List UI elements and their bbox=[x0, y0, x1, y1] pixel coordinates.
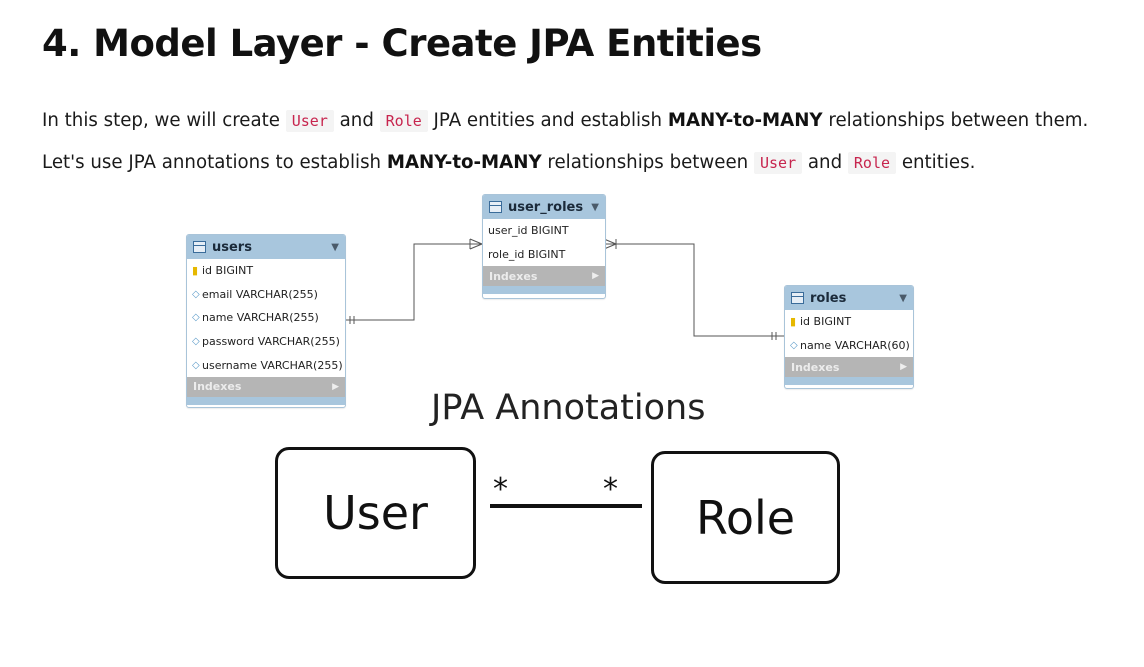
er-column-label: id BIGINT bbox=[800, 315, 852, 329]
inline-code-user: User bbox=[754, 152, 803, 174]
column-diamond-icon: ◇ bbox=[192, 288, 200, 300]
column-diamond-icon: ◇ bbox=[192, 359, 200, 371]
text-segment: In this step, we will create bbox=[42, 110, 286, 131]
er-column-label: id BIGINT bbox=[202, 264, 254, 278]
primary-key-icon: ▮ bbox=[192, 264, 199, 278]
collapse-triangle-icon: ▼ bbox=[899, 292, 907, 304]
er-table-header: roles ▼ bbox=[785, 286, 913, 310]
er-column: ◇username VARCHAR(255) bbox=[187, 353, 345, 377]
er-column: user_id BIGINT bbox=[483, 219, 605, 243]
column-diamond-icon: ◇ bbox=[192, 312, 200, 324]
er-column-label: name VARCHAR(60) bbox=[800, 338, 910, 352]
expand-triangle-icon: ▶ bbox=[332, 381, 339, 392]
multiplicity-left: * bbox=[493, 472, 508, 507]
text-segment: and bbox=[802, 152, 848, 173]
inline-code-role: Role bbox=[847, 152, 897, 174]
text-segment: entities. bbox=[896, 152, 976, 173]
er-table-roles: roles ▼ ▮id BIGINT ◇name VARCHAR(60) Ind… bbox=[784, 285, 914, 389]
entity-label: User bbox=[323, 486, 428, 540]
er-column-label: name VARCHAR(255) bbox=[202, 311, 319, 325]
expand-triangle-icon: ▶ bbox=[592, 271, 599, 282]
er-table-name: roles bbox=[810, 290, 847, 306]
bold-many-to-many: MANY-to-MANY bbox=[386, 152, 542, 173]
er-column: ◇name VARCHAR(255) bbox=[187, 306, 345, 330]
text-segment: relationships between bbox=[541, 152, 754, 173]
jpa-annotations-title: JPA Annotations bbox=[431, 388, 706, 428]
primary-key-icon: ▮ bbox=[790, 315, 797, 329]
er-indexes-bar: Indexes▶ bbox=[483, 266, 605, 287]
section-heading: 4. Model Layer - Create JPA Entities bbox=[42, 22, 762, 65]
er-table-footer bbox=[483, 286, 605, 295]
er-column-label: password VARCHAR(255) bbox=[202, 335, 340, 349]
entity-label: Role bbox=[695, 490, 796, 545]
er-column: ◇password VARCHAR(255) bbox=[187, 330, 345, 354]
inline-code-role: Role bbox=[379, 110, 428, 132]
er-indexes-bar: Indexes▶ bbox=[785, 357, 913, 378]
er-column: ◇email VARCHAR(255) bbox=[187, 283, 345, 307]
text-segment: JPA entities and establish bbox=[427, 110, 668, 131]
er-table-footer bbox=[785, 377, 913, 386]
intro-paragraph: In this step, we will create User and Ro… bbox=[42, 100, 1132, 184]
er-table-user-roles: user_roles ▼ user_id BIGINT role_id BIGI… bbox=[482, 194, 606, 299]
er-table-footer bbox=[187, 396, 345, 405]
entity-box-user: User bbox=[275, 447, 476, 579]
entity-box-role: Role bbox=[651, 451, 840, 584]
text-segment: relationships between them. Let's use JP… bbox=[42, 110, 1089, 173]
text-segment: and bbox=[333, 110, 380, 131]
er-table-name: users bbox=[212, 239, 252, 255]
multiplicity-right: * bbox=[603, 472, 618, 507]
er-table-name: user_roles bbox=[508, 199, 584, 215]
er-table-header: user_roles ▼ bbox=[483, 195, 605, 219]
inline-code-user: User bbox=[285, 110, 334, 132]
er-table-header: users ▼ bbox=[187, 235, 345, 259]
collapse-triangle-icon: ▼ bbox=[331, 241, 339, 253]
er-column: ▮id BIGINT bbox=[785, 310, 913, 334]
er-column-label: role_id BIGINT bbox=[488, 247, 566, 261]
er-column-label: email VARCHAR(255) bbox=[202, 287, 318, 301]
expand-triangle-icon: ▶ bbox=[900, 362, 907, 373]
bold-many-to-many: MANY-to-MANY bbox=[667, 110, 823, 131]
er-column: role_id BIGINT bbox=[483, 243, 605, 267]
er-column: ▮id BIGINT bbox=[187, 259, 345, 283]
column-diamond-icon: ◇ bbox=[790, 339, 798, 351]
er-column-label: username VARCHAR(255) bbox=[202, 358, 343, 372]
er-column-label: user_id BIGINT bbox=[488, 224, 569, 238]
column-diamond-icon: ◇ bbox=[192, 336, 200, 348]
table-icon bbox=[489, 201, 502, 213]
table-icon bbox=[193, 241, 206, 253]
table-icon bbox=[791, 292, 804, 304]
er-column: ◇name VARCHAR(60) bbox=[785, 334, 913, 358]
collapse-triangle-icon: ▼ bbox=[591, 201, 599, 213]
er-indexes-bar: Indexes▶ bbox=[187, 376, 345, 397]
er-table-users: users ▼ ▮id BIGINT ◇email VARCHAR(255) ◇… bbox=[186, 234, 346, 408]
